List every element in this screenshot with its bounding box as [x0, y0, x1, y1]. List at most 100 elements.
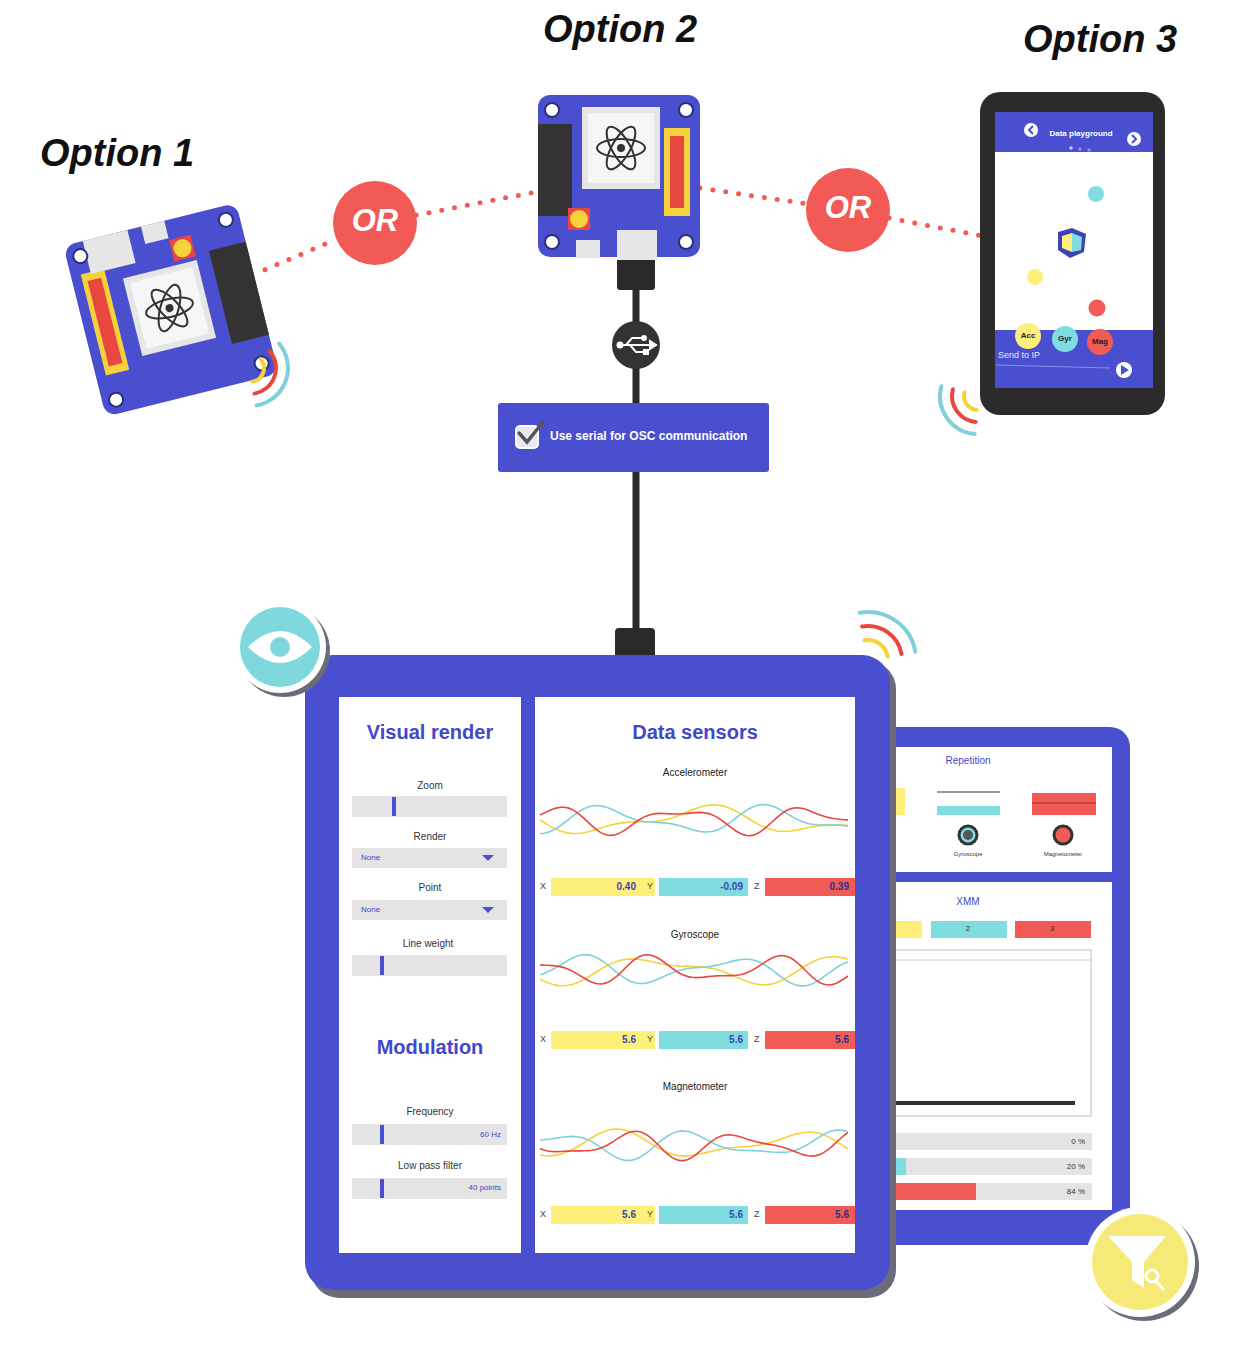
sensor-board [169, 235, 196, 262]
main-tablet [305, 655, 890, 1290]
eye-icon [240, 607, 320, 687]
wireless-arc [862, 626, 901, 654]
checkbox-box [498, 403, 769, 472]
sensor-wave [540, 807, 848, 836]
or-circle: OR [806, 168, 890, 252]
filter-icon [1085, 1207, 1199, 1321]
node-text: Modulation [377, 1036, 484, 1059]
label: Y [647, 1209, 653, 1219]
sensor-board [130, 267, 209, 348]
filter-icon [1108, 1236, 1166, 1288]
phone [1062, 233, 1072, 252]
label: 5.6 [729, 1034, 743, 1046]
sensor-board [545, 235, 559, 249]
filter-icon [1085, 1207, 1195, 1317]
label: 0.40 [617, 881, 636, 893]
sensor-board [601, 123, 641, 174]
sensor-board [670, 136, 684, 208]
value-box [551, 878, 655, 896]
label: Y [647, 1034, 653, 1044]
label: X [540, 1034, 546, 1044]
value-box [551, 878, 855, 1224]
filter-icon [1092, 1214, 1188, 1310]
sensor-board [679, 103, 693, 117]
usb-cable [644, 350, 648, 354]
label: 20 % [1067, 1162, 1085, 1171]
back-tablet [959, 826, 977, 844]
sensor-board [568, 208, 590, 230]
or-circle: OR [333, 181, 417, 265]
phone [980, 92, 1165, 415]
slider [352, 1178, 507, 1199]
phone [1058, 228, 1086, 258]
sensor-board [88, 278, 123, 367]
usb-cable [612, 321, 660, 369]
xmm-panel: XMM [890, 882, 1112, 1210]
value-box [659, 1031, 748, 1049]
label: Gyroscope [953, 851, 982, 858]
node-text: Gyroscope [671, 929, 719, 941]
value-box [551, 1031, 655, 1049]
sensor-button: Mag [1087, 329, 1113, 355]
usb-cable [630, 345, 644, 352]
back-tablet [1032, 793, 1096, 815]
wireless-arc [860, 612, 916, 652]
label: Line weight [403, 938, 454, 950]
dotted-connector [700, 188, 807, 204]
sensor-board [679, 235, 693, 249]
node-title: OR [352, 203, 399, 239]
node-text: Accelerometer [663, 767, 727, 779]
slider [352, 1124, 507, 1145]
label: Low pass filter [398, 1160, 462, 1172]
node-title: Data sensors [632, 721, 758, 744]
dropdown [482, 855, 494, 861]
sensor-board [209, 242, 269, 344]
value-box [551, 1206, 655, 1224]
node-title: Mag [1092, 337, 1108, 346]
node-title: Acc [1021, 331, 1036, 340]
sensor-board [601, 123, 641, 174]
node-title: Visual render [367, 721, 493, 744]
label: None [361, 905, 380, 914]
wireless-arc [252, 359, 264, 382]
eye-icon [270, 637, 290, 657]
node-title: Use serial for OSC communication [550, 430, 747, 444]
sensor-panel: Data sensorsAccelerometerGyroscopeMagnet… [535, 697, 855, 1253]
label: 40 points [469, 1183, 501, 1192]
dropdown [352, 848, 507, 868]
slider [352, 955, 507, 976]
sensor-board [81, 269, 129, 376]
phone [1027, 269, 1043, 285]
label: Z [754, 1209, 760, 1219]
usb-cable [626, 338, 642, 345]
sensor-board [538, 95, 700, 260]
wireless-arc [865, 640, 888, 657]
label: 2 [966, 924, 970, 933]
eye-icon [234, 601, 330, 697]
slider [380, 956, 384, 975]
back-tablet [937, 806, 1000, 815]
back-tablet [937, 792, 1000, 793]
back-tablet [1032, 803, 1096, 804]
usb-cable [620, 344, 650, 346]
phone [1121, 365, 1129, 375]
label: 5.6 [835, 1034, 849, 1046]
sensor-wave [540, 957, 848, 986]
sensor-board [72, 248, 89, 265]
wireless-arc [940, 386, 975, 434]
slider [352, 796, 507, 1199]
label: 0 % [1071, 1137, 1085, 1146]
wireless-arc [964, 392, 977, 410]
eye-icon [234, 601, 326, 693]
back-tablet [870, 1133, 1092, 1150]
sensor-board [617, 230, 657, 260]
label: 84 % [1067, 1187, 1085, 1196]
usb-cable [650, 341, 656, 349]
back-tablet [860, 727, 1130, 1245]
slider [380, 1125, 384, 1144]
node-text: Send to IP [998, 350, 1040, 360]
sensor-button: Acc [1015, 323, 1041, 349]
sensor-board [538, 124, 572, 216]
node-title: XMM [956, 896, 979, 908]
label: 60 Hz [480, 1130, 501, 1139]
